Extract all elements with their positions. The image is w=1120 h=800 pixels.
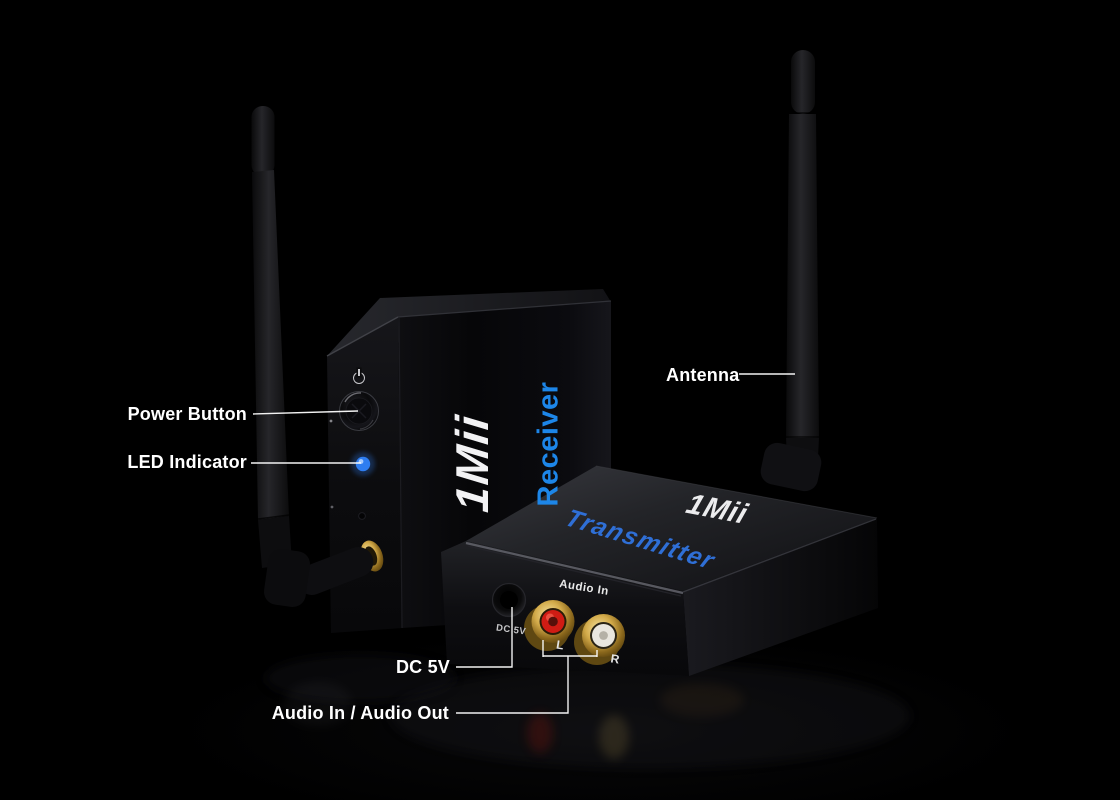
audio-in-out-line xyxy=(456,640,598,714)
callout-antenna: Antenna xyxy=(666,365,740,385)
rca-jack-left[interactable] xyxy=(524,600,575,651)
transmitter-device xyxy=(441,465,878,676)
antenna-hinge xyxy=(263,540,384,607)
power-button-line xyxy=(252,410,359,415)
transmitter-antenna xyxy=(760,50,822,492)
callout-dc-5v: DC 5V xyxy=(395,657,450,677)
dc-power-port[interactable] xyxy=(491,582,527,618)
rca-jack-right[interactable] xyxy=(574,614,625,665)
transmitter-right-face xyxy=(683,518,878,676)
callout-power-button: Power Button xyxy=(127,404,247,424)
led-indicator xyxy=(351,452,375,476)
callout-led-indicator: LED Indicator xyxy=(127,452,247,472)
callout-lines xyxy=(251,373,795,714)
floor-reflections xyxy=(265,654,910,768)
jack-right-label: R xyxy=(609,651,621,667)
dc-5v-line xyxy=(456,607,513,668)
power-button[interactable] xyxy=(339,391,379,431)
power-symbol-icon xyxy=(353,372,365,384)
callout-audio-in-out: Audio In / Audio Out xyxy=(271,703,449,723)
transmitter-top-face xyxy=(466,466,877,591)
receiver-brand-logo: 1Mii xyxy=(446,411,498,515)
pinhole xyxy=(358,512,366,520)
receiver-name-print: Receiver xyxy=(532,381,565,507)
